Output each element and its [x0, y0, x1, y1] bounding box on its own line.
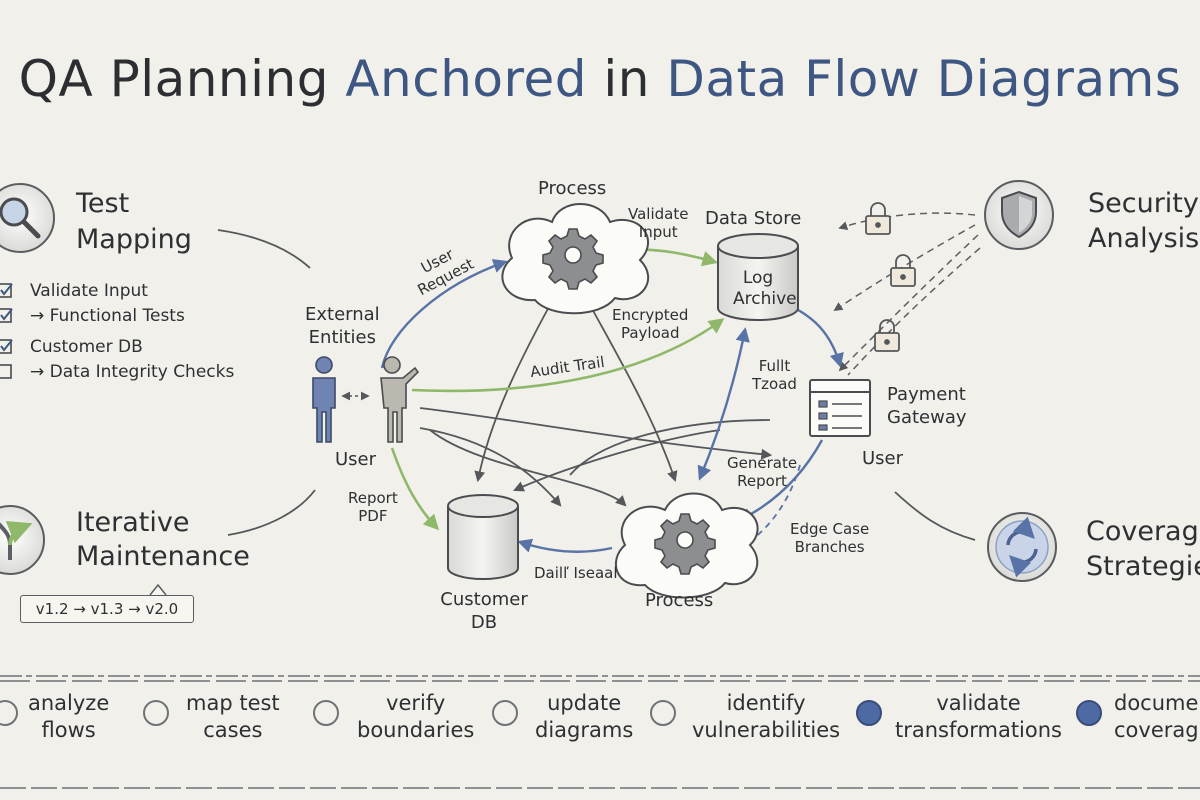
- security-title-1: Security: [1088, 188, 1199, 219]
- security-title-2: Analysis: [1088, 223, 1200, 254]
- timeline-lines: [0, 675, 1200, 789]
- user-right-label: User: [862, 448, 904, 469]
- gear-icon: [654, 513, 716, 575]
- user-gray-icon: [380, 356, 420, 443]
- test-mapping-title-1: Test: [76, 188, 130, 219]
- coverage-title-1: Coverage: [1086, 516, 1200, 547]
- gear-icon: [542, 228, 604, 290]
- data-store-label: Data Store: [705, 208, 802, 229]
- connector-coverage: [894, 491, 976, 541]
- iterative-title-2: Maintenance: [76, 541, 250, 572]
- gray-flows: [419, 304, 773, 507]
- padlock-icon: [874, 319, 900, 352]
- checklist-item[interactable]: Validate Input: [30, 281, 148, 301]
- flow-label-daily-reset: Dailľ Iseaal: [534, 564, 618, 582]
- checklist-item[interactable]: → Functional Tests: [30, 306, 185, 326]
- security-dashed-links: [833, 212, 981, 376]
- checklist-item[interactable]: → Data Integrity Checks: [30, 362, 235, 382]
- shield-icon: [984, 180, 1054, 250]
- connector-iterative: [227, 489, 316, 536]
- step-dot: [492, 700, 518, 726]
- step-label: documencoverag: [1114, 691, 1200, 742]
- customer-db-cylinder: [447, 494, 519, 580]
- connector-test-mapping: [217, 229, 311, 269]
- step-dot-filled: [856, 700, 882, 726]
- step-dot: [313, 700, 339, 726]
- magnifier-icon: [0, 183, 55, 253]
- process-top-cloud: [501, 203, 650, 315]
- payment-gateway-icon: [809, 379, 871, 437]
- step-dot: [0, 700, 18, 726]
- user-left-label: User: [335, 449, 377, 470]
- step-dot: [650, 700, 676, 726]
- version-callout-tail: [149, 583, 167, 596]
- step-dot-filled: [1076, 700, 1102, 726]
- padlock-icon: [865, 202, 891, 235]
- page-title: QA Planning Anchored in Data Flow Diagra…: [18, 50, 1182, 108]
- log-archive-cylinder: [717, 233, 799, 321]
- process-top-label: Process: [538, 178, 607, 199]
- padlock-icon: [890, 254, 916, 287]
- branch-icon: [0, 505, 45, 575]
- user-blue-icon: [312, 356, 336, 443]
- refresh-icon: [987, 512, 1057, 582]
- checklist-item[interactable]: Customer DB: [30, 337, 143, 357]
- process-bottom-label: Process: [645, 590, 714, 611]
- coverage-title-2: Strategies: [1086, 551, 1200, 582]
- test-mapping-title-2: Mapping: [76, 224, 192, 255]
- step-dot: [143, 700, 169, 726]
- version-chain: v1.2 → v1.3 → v2.0: [20, 595, 194, 623]
- iterative-title-1: Iterative: [76, 507, 190, 538]
- checkbox-icons: [0, 283, 13, 379]
- process-bottom-cloud: [615, 492, 759, 599]
